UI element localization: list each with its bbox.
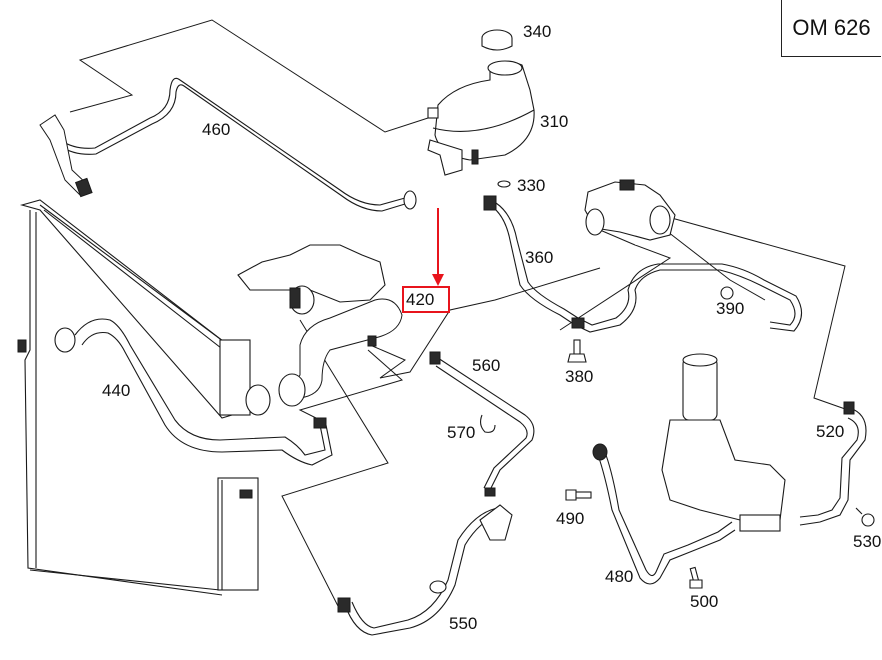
- part-label-420[interactable]: 420: [406, 290, 435, 309]
- part-460-hose: [39, 77, 417, 212]
- part-360-hose: [483, 195, 803, 333]
- part-label-570[interactable]: 570: [447, 423, 476, 442]
- part-label-390[interactable]: 390: [716, 299, 745, 318]
- oil-filter-module: [661, 353, 786, 532]
- part-380-bolt: [567, 339, 587, 363]
- part-label-310[interactable]: 310: [540, 112, 569, 131]
- part-560-pipe: [429, 351, 535, 497]
- leader-line-460: [69, 19, 429, 133]
- part-label-550[interactable]: 550: [449, 614, 478, 633]
- part-label-560[interactable]: 560: [472, 356, 501, 375]
- part-420-hose: [278, 298, 403, 407]
- part-520-hose: [799, 401, 867, 526]
- part-label-480[interactable]: 480: [605, 567, 634, 586]
- part-550-line: [337, 504, 513, 636]
- part-label-340[interactable]: 340: [523, 22, 552, 41]
- part-label-360[interactable]: 360: [525, 248, 554, 267]
- part-390-nut: [720, 286, 734, 300]
- leader-line-440: [298, 349, 404, 421]
- leader-line-520: [667, 216, 849, 411]
- leader-line-360: [559, 229, 672, 331]
- engine-code-label: OM 626: [792, 15, 871, 40]
- leader-line-550: [281, 319, 389, 611]
- part-330-seal: [497, 180, 511, 188]
- leader-line-390: [667, 231, 766, 301]
- part-490-bolt: [565, 489, 592, 501]
- engine-code-box: OM 626: [781, 0, 881, 57]
- part-label-530[interactable]: 530: [853, 532, 882, 551]
- part-label-460[interactable]: 460: [202, 120, 231, 139]
- thermostat-housing: [584, 179, 676, 241]
- part-label-330[interactable]: 330: [517, 176, 546, 195]
- part-340-cap: [481, 29, 513, 51]
- leader-line-420: [369, 267, 601, 379]
- highlight-arrow-head: [432, 274, 444, 286]
- water-pump-housing: [237, 244, 386, 315]
- part-310-expansion-tank: [427, 60, 535, 176]
- part-480-line: [592, 443, 736, 585]
- radiator: [17, 199, 259, 596]
- highlight-box-420: [402, 286, 450, 313]
- part-label-500[interactable]: 500: [690, 592, 719, 611]
- part-label-490[interactable]: 490: [556, 509, 585, 528]
- part-500-bolt: [689, 566, 703, 589]
- part-label-380[interactable]: 380: [565, 367, 594, 386]
- part-440-hose: [54, 318, 333, 466]
- part-530-bolt: [855, 507, 875, 527]
- part-label-520[interactable]: 520: [816, 422, 845, 441]
- part-label-440[interactable]: 440: [102, 381, 131, 400]
- part-570-clip: [479, 414, 496, 433]
